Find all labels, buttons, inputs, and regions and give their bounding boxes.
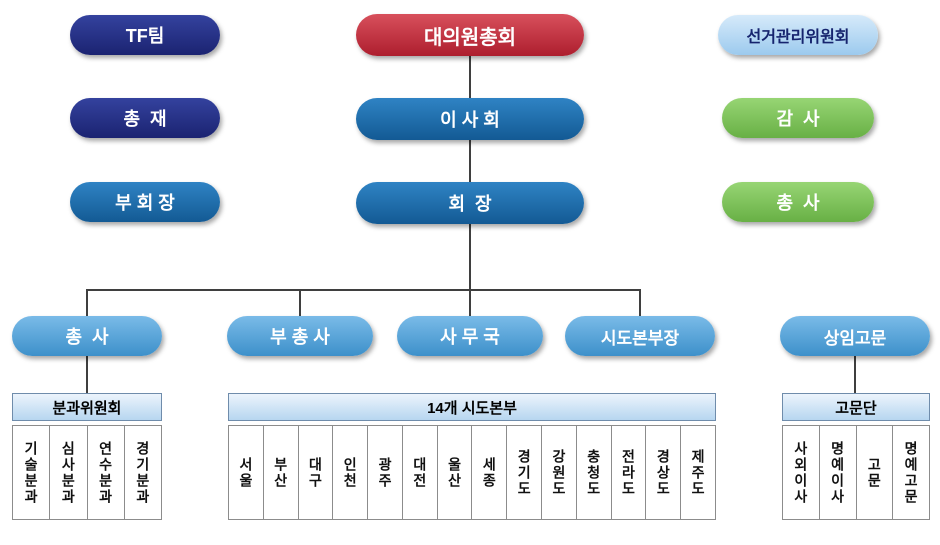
connector-drop-regional-head xyxy=(639,289,641,316)
cell-label: 인천 xyxy=(342,456,359,489)
table-cell: 인천 xyxy=(333,426,369,519)
node-label: TF팀 xyxy=(125,26,165,46)
cell-label: 명예이사 xyxy=(829,440,846,505)
cell-label: 경기분과 xyxy=(134,440,151,505)
connector-drop-chongsa xyxy=(86,289,88,316)
connector-assembly-board xyxy=(469,55,471,98)
connector-chairman-branch xyxy=(469,224,471,290)
node-chongjae: 총 재 xyxy=(70,98,220,138)
connector-drop-secretariat xyxy=(469,289,471,316)
connector-advisor-advisors xyxy=(854,356,856,393)
table-cell: 고문 xyxy=(857,426,894,519)
connector-board-chairman xyxy=(469,140,471,182)
cell-label: 광주 xyxy=(377,456,394,489)
table-cell: 울산 xyxy=(438,426,473,519)
node-chongsa: 총 사 xyxy=(12,316,162,356)
table-cell: 경상도 xyxy=(646,426,682,519)
node-auditor: 감 사 xyxy=(722,98,874,138)
node-secretariat: 사 무 국 xyxy=(397,316,543,356)
node-general-assembly: 대의원총회 xyxy=(356,14,584,56)
table-cell: 사외이사 xyxy=(783,426,820,519)
node-label: 부 총 사 xyxy=(270,327,330,347)
table-cell: 충청도 xyxy=(577,426,612,519)
cell-label: 울산 xyxy=(446,456,463,489)
table-cell: 경기도 xyxy=(507,426,543,519)
table-cell: 연수분과 xyxy=(88,426,125,519)
cell-label: 경상도 xyxy=(655,448,672,497)
cell-label: 전라도 xyxy=(620,448,637,497)
cell-label: 기술분과 xyxy=(23,440,40,505)
cell-label: 사외이사 xyxy=(792,440,809,505)
node-label: 선거관리위원회 xyxy=(746,29,850,46)
node-label: 감 사 xyxy=(776,109,820,129)
cell-label: 연수분과 xyxy=(97,440,114,505)
table-cell: 부산 xyxy=(264,426,299,519)
cell-label: 강원도 xyxy=(550,448,567,497)
node-tf-team: TF팀 xyxy=(70,15,220,55)
node-vice-chongsa: 부 총 사 xyxy=(227,316,373,356)
table-cell: 기술분과 xyxy=(13,426,51,519)
cell-label: 대구 xyxy=(307,456,324,489)
table-cell: 명예고문 xyxy=(893,426,929,519)
node-label: 총 사 xyxy=(65,327,109,347)
node-label: 시도본부장 xyxy=(600,328,680,348)
connector-branch-horizontal xyxy=(87,289,641,291)
advisors-table-header: 고문단 xyxy=(782,393,930,421)
table-cell: 대전 xyxy=(403,426,438,519)
cell-label: 세종 xyxy=(481,456,498,489)
table-cell: 광주 xyxy=(368,426,403,519)
connector-drop-vice-chongsa xyxy=(299,289,301,316)
node-chairman: 회 장 xyxy=(356,182,584,224)
table-cell: 강원도 xyxy=(542,426,577,519)
node-label: 총 사 xyxy=(776,193,820,213)
table-cell: 서울 xyxy=(229,426,264,519)
table-cell: 전라도 xyxy=(612,426,647,519)
node-chongsa-green: 총 사 xyxy=(722,182,874,222)
node-board: 이 사 회 xyxy=(356,98,584,140)
subcommittee-table-header: 분과위원회 xyxy=(12,393,162,421)
node-vice-chairman: 부 회 장 xyxy=(70,182,220,222)
regional-hq-table-header: 14개 시도본부 xyxy=(228,393,716,421)
cell-label: 명예고문 xyxy=(903,440,920,505)
table-cell: 세종 xyxy=(472,426,508,519)
cell-label: 부산 xyxy=(272,456,289,489)
node-label: 대의원총회 xyxy=(424,26,516,49)
cell-label: 충청도 xyxy=(585,448,602,497)
node-label: 이 사 회 xyxy=(440,110,500,130)
cell-label: 대전 xyxy=(411,456,428,489)
advisors-table-cells: 사외이사 명예이사 고문 명예고문 xyxy=(782,425,930,520)
node-label: 상임고문 xyxy=(823,328,887,348)
node-label: 부 회 장 xyxy=(115,193,175,213)
connector-chongsa-subcommittee xyxy=(86,356,88,393)
cell-label: 서울 xyxy=(237,456,254,489)
cell-label: 고문 xyxy=(866,456,883,489)
node-label: 회 장 xyxy=(448,194,492,214)
node-label: 총 재 xyxy=(123,109,167,129)
cell-label: 제주도 xyxy=(690,448,707,497)
cell-label: 심사분과 xyxy=(60,440,77,505)
subcommittee-table-cells: 기술분과 심사분과 연수분과 경기분과 xyxy=(12,425,162,520)
node-election-committee: 선거관리위원회 xyxy=(718,15,878,55)
table-cell: 명예이사 xyxy=(820,426,857,519)
node-regional-hq-head: 시도본부장 xyxy=(565,316,715,356)
advisors-table: 고문단 사외이사 명예이사 고문 명예고문 xyxy=(782,393,930,520)
cell-label: 경기도 xyxy=(516,448,533,497)
node-standing-advisor: 상임고문 xyxy=(780,316,930,356)
regional-hq-table: 14개 시도본부 서울 부산 대구 인천 광주 대전 울산 세종 경기도 강원도 xyxy=(228,393,716,520)
subcommittee-table: 분과위원회 기술분과 심사분과 연수분과 경기분과 xyxy=(12,393,162,520)
node-label: 사 무 국 xyxy=(440,327,500,347)
table-cell: 대구 xyxy=(299,426,334,519)
table-cell: 제주도 xyxy=(681,426,715,519)
table-cell: 심사분과 xyxy=(50,426,88,519)
regional-hq-table-cells: 서울 부산 대구 인천 광주 대전 울산 세종 경기도 강원도 충청도 xyxy=(228,425,716,520)
table-cell: 경기분과 xyxy=(125,426,161,519)
